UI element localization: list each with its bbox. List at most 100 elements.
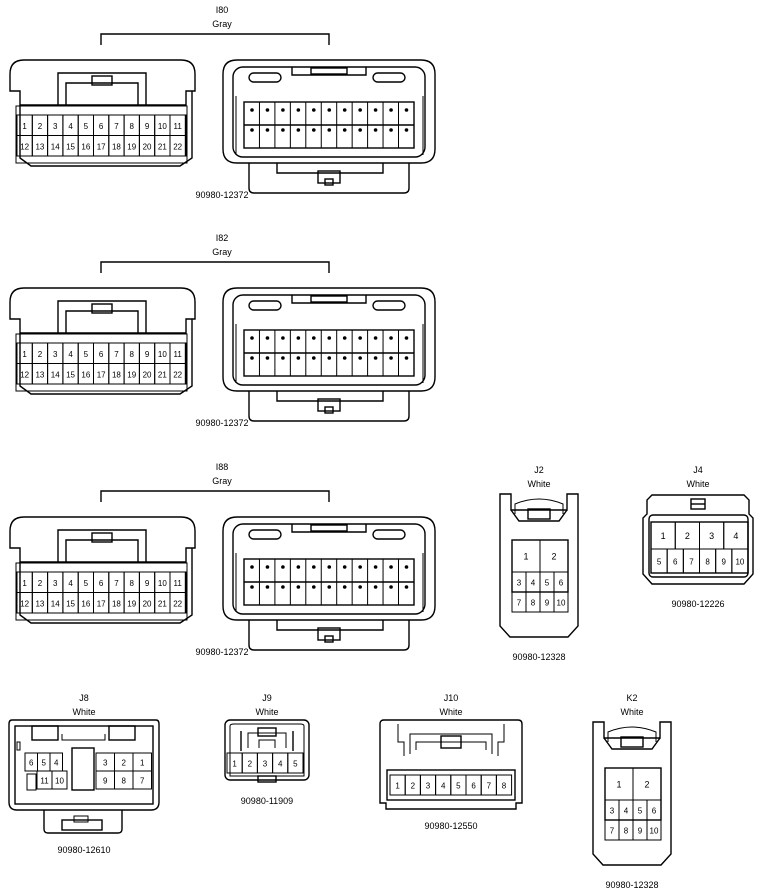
pin-9: 9 bbox=[145, 122, 150, 131]
connector-code: J9 bbox=[262, 693, 272, 703]
pin-1: 1 bbox=[22, 122, 27, 131]
pin-4: 4 bbox=[733, 531, 738, 541]
pin-5: 5 bbox=[456, 782, 461, 791]
pin-1: 1 bbox=[616, 780, 621, 790]
pin-2: 2 bbox=[248, 760, 253, 769]
pin-10: 10 bbox=[158, 579, 167, 588]
pin-3: 3 bbox=[53, 579, 58, 588]
pin-5: 5 bbox=[638, 807, 643, 816]
pin-1: 1 bbox=[395, 782, 400, 791]
pin-9: 9 bbox=[545, 599, 550, 608]
connector-code: I88 bbox=[216, 462, 229, 472]
pin-4: 4 bbox=[624, 807, 629, 816]
pin-4: 4 bbox=[68, 122, 73, 131]
pin-7: 7 bbox=[487, 782, 492, 791]
pin-12: 12 bbox=[20, 599, 29, 608]
pin-8: 8 bbox=[130, 350, 135, 359]
connector-color: White bbox=[72, 707, 95, 717]
pin-6: 6 bbox=[99, 350, 104, 359]
pin-7: 7 bbox=[610, 827, 615, 836]
connector-color: Gray bbox=[212, 19, 232, 29]
pin-11: 11 bbox=[173, 579, 182, 588]
pin-15: 15 bbox=[66, 599, 75, 608]
pin-4: 4 bbox=[68, 350, 73, 359]
pin-17: 17 bbox=[97, 370, 106, 379]
pin-7: 7 bbox=[140, 777, 145, 786]
pin-9: 9 bbox=[145, 350, 150, 359]
part-number: 90980-12372 bbox=[195, 418, 248, 428]
connector-code: I82 bbox=[216, 233, 229, 243]
connector-i82: I82Gray112213314415516617718819920102111… bbox=[9, 233, 436, 428]
connector-color: Gray bbox=[212, 476, 232, 486]
pin-20: 20 bbox=[143, 142, 152, 151]
pin-1: 1 bbox=[523, 552, 528, 562]
connector-code: K2 bbox=[626, 693, 637, 703]
pin-6: 6 bbox=[652, 807, 657, 816]
connector-code: J4 bbox=[693, 465, 703, 475]
pin-15: 15 bbox=[66, 142, 75, 151]
pin-3: 3 bbox=[517, 579, 522, 588]
pin-13: 13 bbox=[35, 599, 44, 608]
pin-8: 8 bbox=[502, 782, 507, 791]
pin-5: 5 bbox=[42, 759, 47, 768]
pin-11: 11 bbox=[173, 122, 182, 131]
part-number: 90980-12372 bbox=[195, 190, 248, 200]
pin-5: 5 bbox=[293, 760, 298, 769]
pin-2: 2 bbox=[38, 122, 43, 131]
pin-3: 3 bbox=[610, 807, 615, 816]
pin-22: 22 bbox=[173, 142, 182, 151]
part-number: 90980-12328 bbox=[605, 880, 658, 890]
pin-1: 1 bbox=[22, 579, 27, 588]
pin-5: 5 bbox=[84, 579, 89, 588]
pin-8: 8 bbox=[624, 827, 629, 836]
pin-14: 14 bbox=[51, 599, 60, 608]
pin-6: 6 bbox=[29, 759, 34, 768]
pin-4: 4 bbox=[54, 759, 59, 768]
pin-9: 9 bbox=[103, 777, 108, 786]
part-number: 90980-12372 bbox=[195, 647, 248, 657]
pin-19: 19 bbox=[127, 142, 136, 151]
pin-6: 6 bbox=[673, 558, 678, 567]
pin-3: 3 bbox=[103, 759, 108, 768]
connector-code: J8 bbox=[79, 693, 89, 703]
pin-15: 15 bbox=[66, 370, 75, 379]
connector-color: White bbox=[686, 479, 709, 489]
pin-20: 20 bbox=[143, 370, 152, 379]
pin-14: 14 bbox=[51, 142, 60, 151]
pin-8: 8 bbox=[130, 579, 135, 588]
pin-6: 6 bbox=[471, 782, 476, 791]
pin-2: 2 bbox=[122, 759, 127, 768]
part-number: 90980-12328 bbox=[512, 652, 565, 662]
pin-18: 18 bbox=[112, 142, 121, 151]
pin-4: 4 bbox=[441, 782, 446, 791]
pin-22: 22 bbox=[173, 599, 182, 608]
connector-code: J10 bbox=[444, 693, 459, 703]
pin-2: 2 bbox=[685, 531, 690, 541]
pin-3: 3 bbox=[263, 760, 268, 769]
pin-3: 3 bbox=[709, 531, 714, 541]
connector-code: I80 bbox=[216, 5, 229, 15]
pin-6: 6 bbox=[559, 579, 564, 588]
pin-6: 6 bbox=[99, 579, 104, 588]
pin-8: 8 bbox=[130, 122, 135, 131]
pin-10: 10 bbox=[158, 122, 167, 131]
pin-3: 3 bbox=[53, 350, 58, 359]
pin-14: 14 bbox=[51, 370, 60, 379]
pin-11: 11 bbox=[40, 777, 49, 786]
connector-color: White bbox=[620, 707, 643, 717]
pin-5: 5 bbox=[545, 579, 550, 588]
pin-1: 1 bbox=[140, 759, 145, 768]
connector-color: White bbox=[255, 707, 278, 717]
pin-1: 1 bbox=[661, 531, 666, 541]
connector-i80: I80Gray112213314415516617718819920102111… bbox=[9, 5, 436, 200]
pin-2: 2 bbox=[644, 780, 649, 790]
pin-10: 10 bbox=[735, 558, 744, 567]
pin-6: 6 bbox=[99, 122, 104, 131]
pin-7: 7 bbox=[114, 579, 119, 588]
connector-color: Gray bbox=[212, 247, 232, 257]
pin-10: 10 bbox=[55, 777, 64, 786]
